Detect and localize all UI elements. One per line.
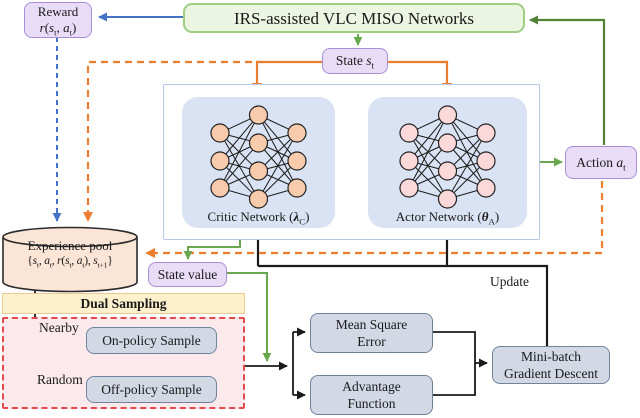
experience-pool-label: Experience pool xyxy=(27,238,113,253)
dual-sampling-title: Dual Sampling xyxy=(80,296,167,311)
advantage-line1: Advantage xyxy=(342,379,401,394)
actor-network-box: Actor Network (θA) xyxy=(368,97,527,228)
actor-network-graphic xyxy=(368,100,527,210)
state-label: State st xyxy=(335,53,375,71)
on-policy-label: On-policy Sample xyxy=(102,333,201,348)
advantage-line2: Function xyxy=(347,396,396,411)
critic-network-box: Critic Network (λC) xyxy=(182,97,335,228)
critic-network-label: Critic Network (λC) xyxy=(207,209,310,227)
dual-sampling-header: Dual Sampling xyxy=(2,293,245,314)
network-title-box: IRS-assisted VLC MISO Networks xyxy=(183,3,525,33)
off-policy-label: Off-policy Sample xyxy=(101,382,202,397)
state-box: State st xyxy=(322,48,388,74)
minibatch-line1: Mini-batch xyxy=(521,349,581,364)
nearby-label: Nearby xyxy=(39,320,79,335)
feedback-wire xyxy=(529,15,606,145)
reward-wires xyxy=(52,12,183,222)
actor-network-label: Actor Network (θA) xyxy=(395,209,500,227)
advantage-function-box: Advantage Function xyxy=(310,375,433,415)
minibatch-line2: Gradient Descent xyxy=(503,366,599,381)
critic-network-graphic xyxy=(182,100,335,210)
experience-pool-tuple: {st, at, r(st, at), st+1} xyxy=(27,255,113,270)
random-label: Random xyxy=(37,372,83,387)
state-value-box: State value xyxy=(148,262,227,287)
state-wires xyxy=(83,60,604,258)
minibatch-gradient-descent-box: Mini-batch Gradient Descent xyxy=(492,346,610,384)
mse-line2: Error xyxy=(357,334,386,349)
update-label: Update xyxy=(490,274,529,289)
mse-line1: Mean Square xyxy=(335,317,408,332)
network-title: IRS-assisted VLC MISO Networks xyxy=(233,9,475,28)
experience-pool: Experience pool {st, at, r(st, at), st+1… xyxy=(2,226,138,294)
action-box: Action at xyxy=(565,146,637,179)
reward-label: Reward xyxy=(37,4,79,19)
off-policy-sample-box: Off-policy Sample xyxy=(86,376,217,403)
action-label: Action at xyxy=(576,154,626,173)
cylinder-icon xyxy=(2,226,138,293)
on-policy-sample-box: On-policy Sample xyxy=(86,327,217,354)
mean-square-error-box: Mean Square Error xyxy=(310,313,433,353)
state-value-label: State value xyxy=(157,266,218,282)
reward-box: Reward r(st, at) xyxy=(24,2,92,38)
reward-formula: r(st, at) xyxy=(39,20,77,38)
